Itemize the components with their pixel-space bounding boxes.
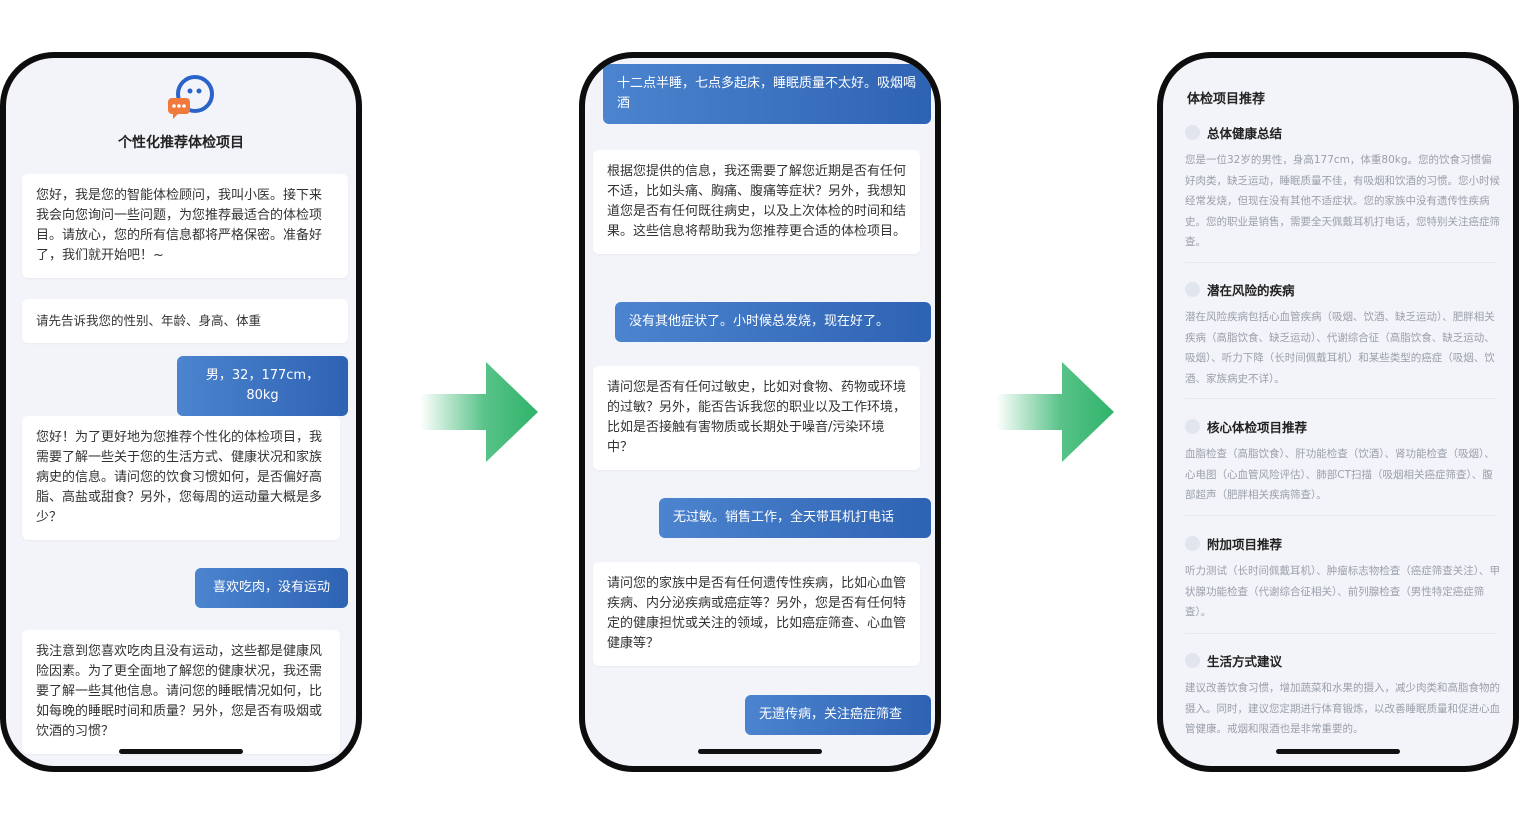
- section-heading: 核心体检项目推荐: [1207, 419, 1308, 435]
- report-title: 体检项目推荐: [1187, 92, 1266, 107]
- page-title: 个性化推荐体检项目: [118, 135, 244, 151]
- report-section: 核心体检项目推荐 血脂检查（高脂饮食）、肝功能检查（饮酒）、肾功能检查（吸烟）、…: [1185, 416, 1501, 506]
- bullet-icon: [1185, 418, 1200, 434]
- bullet-icon: [1185, 124, 1200, 140]
- section-body: 听力测试（长时间佩戴耳机）、肿瘤标志物检查（癌症筛查关注）、甲状腺功能检查（代谢…: [1185, 565, 1500, 618]
- report-section: 总体健康总结 您是一位32岁的男性，身高177cm，体重80kg。您的饮食习惯偏…: [1185, 122, 1501, 253]
- section-heading: 附加项目推荐: [1207, 536, 1283, 552]
- section-heading: 生活方式建议: [1207, 653, 1283, 669]
- bot-message: 您好！为了更好地为您推荐个性化的体检项目，我需要了解一些关于您的生活方式、健康状…: [22, 416, 340, 540]
- section-body: 潜在风险疾病包括心血管疾病（吸烟、饮酒、缺乏运动）、肥胖相关疾病（高脂饮食、缺乏…: [1185, 311, 1495, 385]
- divider: [1185, 398, 1497, 399]
- bot-message: 请问您的家族中是否有任何遗传性疾病，比如心血管疾病、内分泌疾病或癌症等？另外，您…: [593, 562, 920, 666]
- section-body: 建议改善饮食习惯，增加蔬菜和水果的摄入，减少肉类和高脂食物的摄入。同时，建议您定…: [1185, 682, 1500, 735]
- home-indicator: [1276, 749, 1400, 754]
- divider: [1185, 515, 1497, 516]
- bot-message: 我注意到您喜欢吃肉且没有运动，这些都是健康风险因素。为了更全面地了解您的健康状况…: [22, 630, 340, 754]
- home-indicator: [119, 749, 243, 754]
- divider: [1185, 262, 1497, 263]
- user-message: 男，32，177cm，80kg: [177, 356, 348, 416]
- bullet-icon: [1185, 535, 1200, 551]
- report-section: 潜在风险的疾病 潜在风险疾病包括心血管疾病（吸烟、饮酒、缺乏运动）、肥胖相关疾病…: [1185, 279, 1501, 389]
- phone-recommendation-report: 体检项目推荐 总体健康总结 您是一位32岁的男性，身高177cm，体重80kg。…: [1157, 52, 1519, 772]
- section-heading: 潜在风险的疾病: [1207, 282, 1295, 298]
- bot-message: 根据您提供的信息，我还需要了解您近期是否有任何不适，比如头痛、胸痛、腹痛等症状？…: [593, 150, 920, 254]
- arrow-right-icon: [420, 362, 538, 462]
- bot-message: 您好，我是您的智能体检顾问，我叫小医。接下来我会向您询问一些问题，为您推荐最适合…: [22, 174, 348, 278]
- bot-message: 请先告诉我您的性别、年龄、身高、体重: [22, 299, 348, 343]
- arrow-right-icon: [996, 362, 1114, 462]
- section-body: 血脂检查（高脂饮食）、肝功能检查（饮酒）、肾功能检查（吸烟）、心电图（心血管风险…: [1185, 448, 1495, 501]
- user-message: 无过敏。销售工作，全天带耳机打电话: [659, 498, 931, 538]
- user-message: 没有其他症状了。小时候总发烧，现在好了。: [615, 302, 931, 342]
- bullet-icon: [1185, 281, 1200, 297]
- section-body: 您是一位32岁的男性，身高177cm，体重80kg。您的饮食习惯偏好肉类，缺乏运…: [1185, 154, 1500, 248]
- user-message: 十二点半睡，七点多起床，睡眠质量不太好。吸烟喝酒: [603, 64, 931, 124]
- chatbot-avatar-icon: [168, 75, 214, 119]
- bullet-icon: [1185, 652, 1200, 668]
- phone-chat-continue: 十二点半睡，七点多起床，睡眠质量不太好。吸烟喝酒 根据您提供的信息，我还需要了解…: [579, 52, 941, 772]
- user-message: 无遗传病，关注癌症筛查: [745, 695, 931, 735]
- home-indicator: [698, 749, 822, 754]
- report-section: 附加项目推荐 听力测试（长时间佩戴耳机）、肿瘤标志物检查（癌症筛查关注）、甲状腺…: [1185, 533, 1501, 623]
- bot-message: 请问您是否有任何过敏史，比如对食物、药物或环境的过敏？另外，能否告诉我您的职业以…: [593, 366, 920, 470]
- divider: [1185, 633, 1497, 634]
- section-heading: 总体健康总结: [1207, 125, 1283, 141]
- report-section: 生活方式建议 建议改善饮食习惯，增加蔬菜和水果的摄入，减少肉类和高脂食物的摄入。…: [1185, 650, 1501, 740]
- phone-chat-start: 个性化推荐体检项目 您好，我是您的智能体检顾问，我叫小医。接下来我会向您询问一些…: [0, 52, 362, 772]
- user-message: 喜欢吃肉，没有运动: [195, 568, 348, 608]
